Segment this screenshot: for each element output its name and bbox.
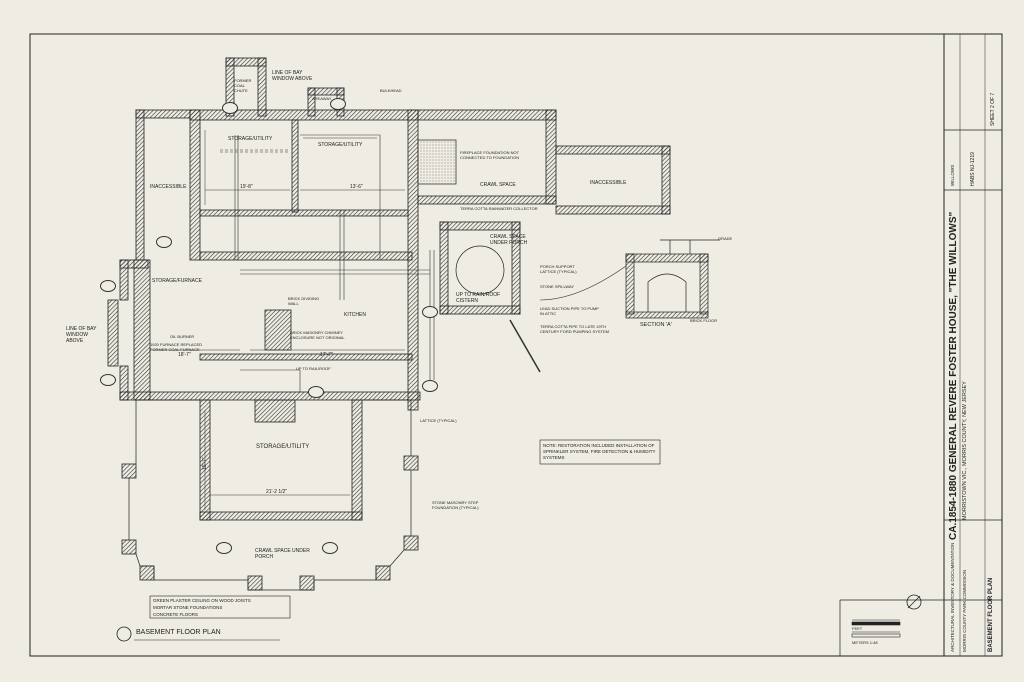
dim-5: 21'-2 1/2" (266, 489, 288, 495)
room-inaccessible-west: INACCESSIBLE (150, 184, 187, 190)
sheet-number: SHEET 2 OF 7 (990, 92, 996, 126)
callout-terra-cotta-pipe: TERRA COTTA PIPE TO LATE 19TH CENTURY FO… (540, 324, 609, 334)
callout-oil-burner: OIL BURNER (170, 334, 195, 339)
fireplace-foundation (417, 139, 457, 185)
room-storage-utility-nw: STORAGE/UTILITY (228, 136, 273, 142)
room-storage-utility-n: STORAGE/UTILITY (318, 142, 363, 148)
callout-lattice: LATTICE (TYPICAL) (420, 418, 457, 423)
callout-brick-floor: BRICK FLOOR (690, 318, 718, 323)
scale-bar (851, 619, 901, 638)
callout-porch-support: PORCH SUPPORT LATTICE (TYPICAL) (540, 264, 577, 274)
callout-furnace-note: 1920 FURNACE REPLACED FORMER COAL FURNAC… (150, 342, 203, 352)
historic-name: WILLOWS (950, 164, 955, 186)
callout-stone-masonry: STONE MASONRY STEP FOUNDATION (TYPICAL) (432, 500, 479, 510)
room-storage-furnace: STORAGE/FURNACE (152, 278, 202, 284)
agency-label: ARCHITECTURAL INVENTORY & DOCUMENTATION (950, 542, 955, 652)
dimension-lines (150, 130, 405, 510)
room-tag (422, 306, 438, 318)
dim-3: 18'-7" (178, 352, 191, 358)
porch-outline (128, 399, 412, 591)
pipe-lines (220, 134, 627, 392)
sheet-title: CA.1854-1880 GENERAL REVERE FOSTER HOUSE… (948, 211, 959, 540)
callout-terra-cotta: TERRA COTTA RAINWATER COLLECTOR (460, 206, 538, 211)
callout-brick-dividing: BRICK DIVIDING WALL (288, 296, 320, 306)
section-a-detail (625, 239, 720, 319)
dim-4: 17'-7" (320, 352, 333, 358)
room-tag (100, 374, 116, 386)
callout-line-bay-left: LINE OF BAY WINDOW ABOVE (66, 326, 97, 344)
restoration-note: NOTE: RESTORATION INCLUDED INSTALLATION … (543, 443, 656, 460)
drawing-title: BASEMENT FLOOR PLAN (988, 577, 994, 652)
callout-stone-spillway: STONE SPILLWAY (540, 284, 575, 289)
walls (107, 57, 671, 591)
callout-up-to-rail: UP TO RAIL/ROOF (296, 366, 331, 371)
plan-title: BASEMENT FLOOR PLAN (136, 629, 221, 636)
dim-1: 19'-8" (240, 184, 253, 190)
plan-title-marker (116, 626, 132, 642)
scale-meters-label: METERS 1:48 (852, 640, 878, 645)
cistern (455, 245, 505, 295)
callout-lead-suction: LEAD SUCTION PIPE TO PUMP IN ATTIC (540, 306, 599, 316)
callout-brick-masonry: BRICK MASONRY CHIMNEY ENCLOSURE NOT ORIG… (290, 330, 345, 340)
callout-grade: GRADE (718, 236, 733, 241)
callout-line-bay-top: LINE OF BAY WINDOW ABOVE (272, 70, 313, 82)
dim-2: 13'-6" (350, 184, 363, 190)
north-arrow (906, 594, 922, 610)
callout-bulkhead: BULKHEAD (380, 88, 402, 93)
room-storage-utility-s: STORAGE/UTILITY (256, 444, 310, 450)
room-cistern: UP TO RAIN/ROOF CISTERN (456, 292, 501, 304)
sheet-location: MORRISTOWN VIC., MORRIS COUNTY, NEW JERS… (962, 381, 968, 520)
room-tag (422, 380, 438, 392)
callout-former-coal: FORMER COAL CHUTE (234, 78, 252, 93)
legend-box (149, 595, 291, 619)
room-tag (330, 98, 346, 110)
callout-fireplace-foundation: FIREPLACE FOUNDATION NOT CONNECTED TO FO… (460, 150, 520, 160)
legend-note-2: MORTAR STONE FOUNDATIONS (153, 605, 223, 610)
commission-label: MORRIS COUNTY PARK COMMISSION (962, 569, 967, 652)
room-crawl-space-porch-south: CRAWL SPACE UNDER PORCH (255, 548, 310, 560)
callout-areaway: AREAWAY (312, 96, 332, 101)
section-a-label: SECTION 'A' (640, 322, 672, 328)
room-tag (308, 386, 324, 398)
room-tag (156, 236, 172, 248)
legend-note-1: GREEN PLASTER CEILING ON WOOD JOISTS (153, 598, 251, 603)
room-crawl-space-porch-east: CRAWL SPACE UNDER PORCH (490, 234, 528, 246)
legend-note-3: CONCRETE FLOORS (153, 612, 199, 617)
room-inaccessible-east: INACCESSIBLE (590, 180, 627, 186)
room-kitchen: KITCHEN (344, 312, 366, 318)
restoration-note-box (539, 439, 661, 465)
scale-feet-label: FEET (852, 626, 863, 631)
dim-6: 15'-7" (202, 457, 208, 470)
room-tag (322, 542, 338, 554)
room-crawl-space: CRAWL SPACE (480, 182, 516, 188)
title-block-border (943, 33, 1003, 657)
room-tag (100, 280, 116, 292)
room-tag (222, 102, 238, 114)
room-tag (216, 542, 232, 554)
survey-number: HABS NJ-1219 (970, 152, 976, 186)
